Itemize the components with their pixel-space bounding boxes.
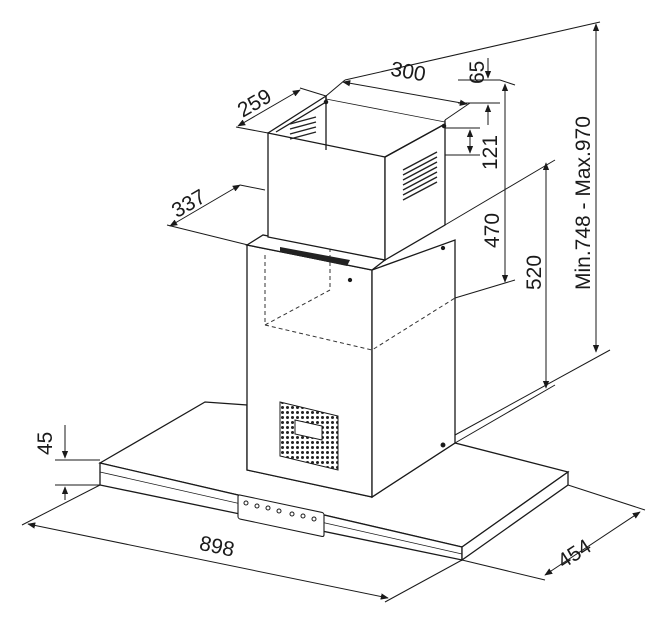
label-total-height-range: Min.748 - Max.970 — [572, 116, 595, 290]
label-chimney-top-offset: 65 — [466, 61, 489, 84]
dimension-labels: 898 454 45 337 259 300 65 121 470 520 Mi… — [34, 58, 596, 574]
side-vent-slots — [402, 151, 438, 201]
label-chimney-upper-height: 470 — [481, 213, 504, 248]
lower-chimney — [245, 150, 456, 499]
top-vent-slot — [280, 247, 350, 266]
side-vent-grille — [279, 401, 339, 471]
label-chimney-upper-depth: 259 — [234, 85, 276, 122]
label-canopy-width: 898 — [197, 532, 236, 562]
label-chimney-front-width: 337 — [168, 185, 210, 222]
label-chimney-upper-width: 300 — [389, 58, 428, 87]
upper-chimney — [267, 94, 447, 262]
label-vent-height: 121 — [479, 135, 502, 170]
rear-vent-slots — [289, 116, 317, 140]
dimension-lines — [21, 21, 646, 603]
label-chimney-lower-height: 520 — [523, 255, 546, 290]
label-canopy-thickness: 45 — [34, 432, 57, 455]
label-canopy-depth: 454 — [554, 535, 596, 574]
